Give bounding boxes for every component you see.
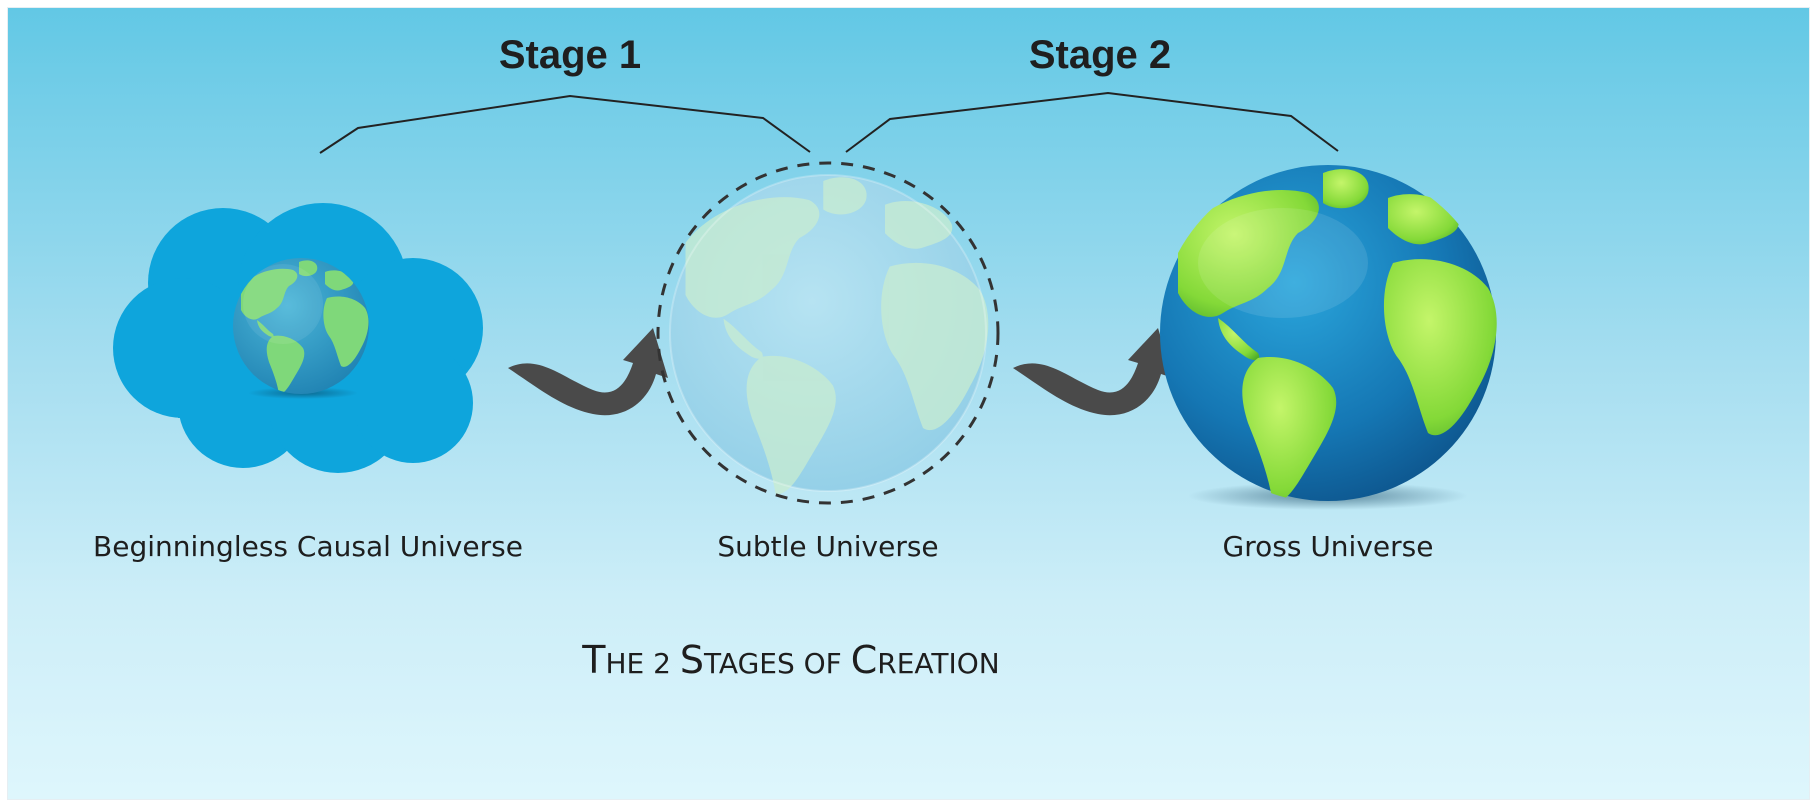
diagram-canvas: Stage 1 Stage 2 <box>8 8 1809 799</box>
causal-universe-caption: Beginningless Causal Universe <box>93 530 523 563</box>
stage-2-label: Stage 2 <box>1029 33 1171 77</box>
faded-globe-icon <box>656 161 1000 505</box>
gross-universe-caption: Gross Universe <box>1223 530 1434 563</box>
arrow-2-icon <box>1013 328 1173 416</box>
subtle-universe-caption: Subtle Universe <box>717 530 938 563</box>
stage-1-bracket <box>319 94 811 154</box>
arrow-1-icon <box>508 328 668 416</box>
stage-2-bracket <box>845 91 1339 153</box>
creation-stages-diagram: Stage 1 Stage 2 <box>93 33 1497 682</box>
globe-icon <box>1160 165 1497 510</box>
cloud-globe-icon <box>113 203 483 473</box>
diagram-title: THE 2 STAGES OF CREATION <box>581 638 999 682</box>
dashed-ring <box>656 161 1000 505</box>
stage-1-label: Stage 1 <box>499 33 641 77</box>
